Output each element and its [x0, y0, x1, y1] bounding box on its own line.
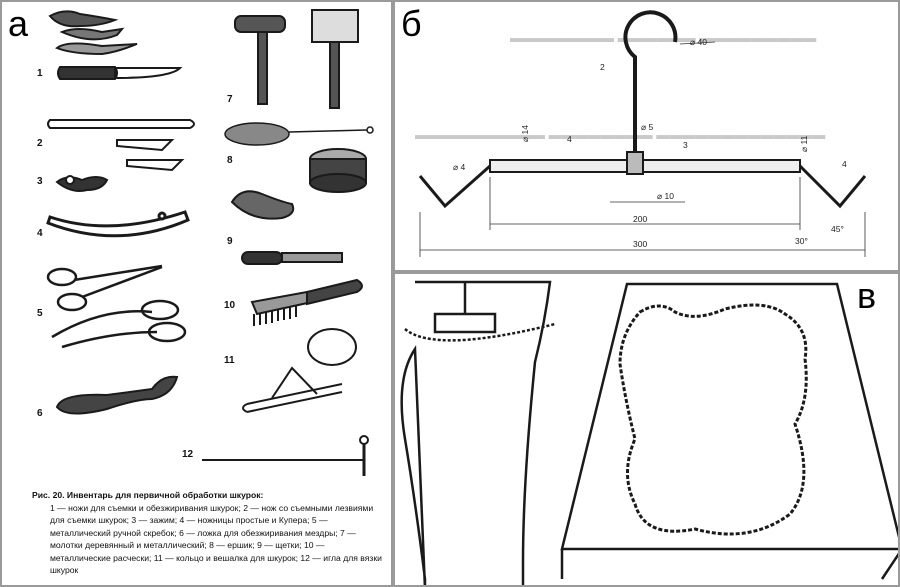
item-number-8: 8 — [227, 155, 233, 166]
panel-v-label: в — [857, 275, 877, 316]
hanger-drawing: ⌀ 40 2 ⌀ 14 ⌀ 5 3 4 ⌀ 11 4 ⌀ 4 ⌀ 10 200 … — [418, 10, 867, 257]
panel-v: в — [393, 272, 900, 587]
hanger-bar — [489, 159, 801, 173]
knife-1d-blade — [114, 67, 183, 80]
panel-b: ▬▬▬▬▬▬▬▬ ▬▬▬▬▬▬ ▬▬▬▬▬▬▬▬▬ ▬▬▬▬▬▬▬▬▬▬ ▬▬▬… — [393, 0, 900, 272]
dim-angle-45: 45° — [831, 224, 844, 234]
dim-d4: ⌀ 4 — [453, 162, 465, 172]
spoon-6 — [55, 375, 179, 415]
left-arm — [418, 164, 491, 209]
knife-1b — [59, 27, 125, 41]
dimension-lines — [419, 41, 866, 257]
item-number-2: 2 — [37, 138, 43, 149]
item-number-1: 1 — [37, 68, 43, 79]
blade-knife-group — [47, 119, 195, 172]
background-bleed-text-2: ▬▬▬▬▬▬▬▬▬▬ ▬▬▬▬▬▬▬▬ ▬▬▬▬▬▬▬▬▬▬▬▬▬ — [415, 127, 826, 142]
dim-200: 200 — [633, 214, 647, 224]
scraper-4 — [46, 210, 190, 238]
figure-caption: Рис. 20. Инвентарь для первичной обработ… — [32, 489, 384, 577]
callout-4-right: 4 — [842, 159, 847, 169]
dim-d10: ⌀ 10 — [657, 191, 674, 201]
hook — [623, 10, 678, 167]
item-number-5: 5 — [37, 308, 43, 319]
panel-a: а — [0, 0, 393, 587]
dim-d11: ⌀ 11 — [799, 135, 809, 152]
stretcher-board — [400, 280, 556, 585]
center-clamp — [626, 151, 644, 175]
item-number-9: 9 — [227, 236, 233, 247]
callout-2: 2 — [600, 62, 605, 72]
combs-10 — [250, 278, 363, 326]
pelt-drying-drawing — [400, 280, 898, 585]
blade-2a — [116, 139, 175, 152]
hammers-7 — [234, 9, 359, 109]
knife-2 — [47, 119, 195, 129]
board-slot — [433, 312, 497, 334]
clamp-3 — [55, 175, 109, 192]
panel-b-label: б — [401, 3, 422, 44]
item-number-7: 7 — [227, 94, 233, 105]
item-number-4: 4 — [37, 228, 43, 239]
tools-illustration — [46, 9, 374, 476]
item-number-3: 3 — [37, 176, 43, 187]
callout-4-left: 4 — [567, 134, 572, 144]
hanger-lines — [418, 10, 867, 209]
knife-1a — [48, 10, 119, 28]
needle-12 — [202, 435, 369, 476]
dim-d14: ⌀ 14 — [520, 125, 530, 142]
dim-angle-30: 30° — [795, 236, 808, 246]
item-number-12: 12 — [182, 449, 194, 460]
item-number-11: 11 — [224, 355, 235, 366]
stretched-pelt — [618, 303, 808, 536]
fur-edge — [404, 322, 556, 342]
right-arm — [798, 164, 867, 209]
dim-300: 300 — [633, 239, 647, 249]
blade-2b — [126, 159, 185, 172]
item-number-10: 10 — [224, 300, 236, 311]
knife-1c — [55, 42, 138, 56]
background-bleed-text: ▬▬▬▬▬▬▬▬ ▬▬▬▬▬▬ ▬▬▬▬▬▬▬▬▬ — [510, 30, 817, 45]
panel-a-label: а — [8, 3, 29, 44]
scissors-5 — [46, 264, 187, 349]
dim-d40: ⌀ 40 — [690, 37, 707, 47]
callout-3: 3 — [683, 140, 688, 150]
knife-1d-handle — [57, 66, 118, 80]
drying-frame — [560, 282, 898, 580]
knives-group — [48, 10, 183, 80]
brushes-9 — [230, 148, 367, 265]
item-number-6: 6 — [37, 408, 43, 419]
dim-d5: ⌀ 5 — [641, 122, 653, 132]
ring-hanger-11 — [242, 328, 357, 413]
bottle-brush-8 — [224, 122, 374, 146]
caption-body: 1 — ножи для съемки и обезжиривания шкур… — [50, 502, 382, 576]
caption-title: Рис. 20. Инвентарь для первичной обработ… — [32, 490, 264, 500]
